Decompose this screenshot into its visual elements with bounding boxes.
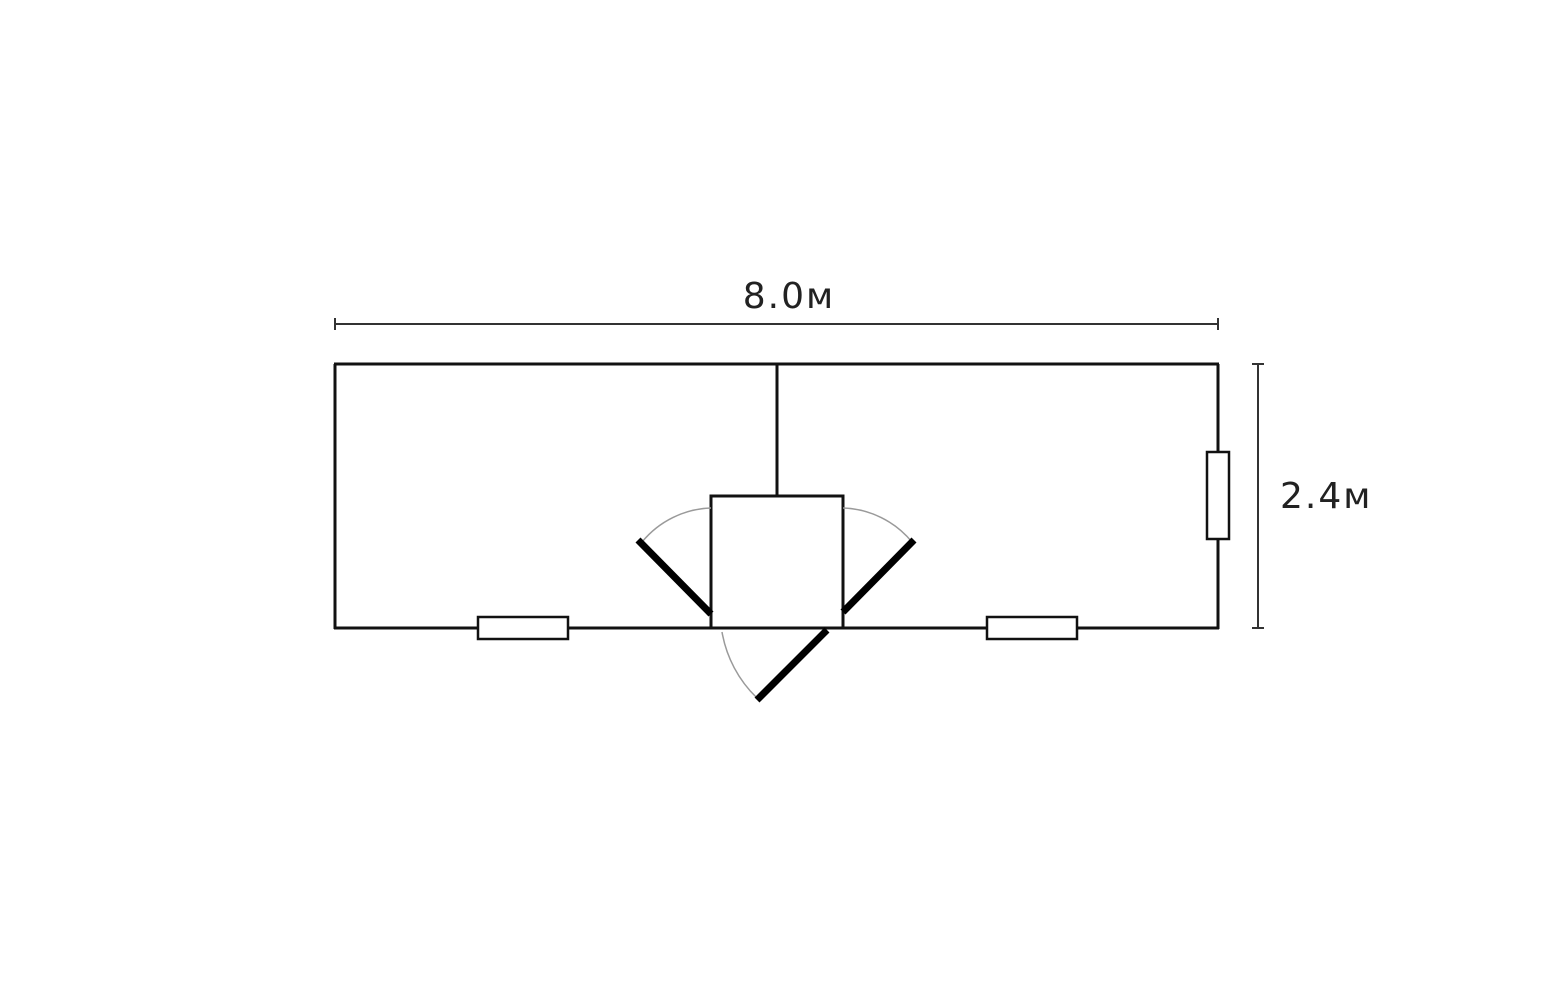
door-leaf-right-room: [840, 537, 917, 615]
width-label: 8.0м: [743, 276, 835, 317]
door-leaf-left-room: [635, 537, 714, 617]
door-leaves: [635, 537, 917, 703]
window-bottom-left: [476, 615, 570, 641]
window-bottom-right: [985, 615, 1079, 641]
door-arc-entrance: [721, 631, 758, 699]
height-label: 2.4м: [1280, 476, 1372, 517]
width-dimension: 8.0м: [334, 276, 1219, 330]
windows: [476, 450, 1231, 641]
height-dimension: 2.4м: [1252, 363, 1372, 629]
door-swing-arcs: [641, 507, 913, 699]
door-arc-left-room: [641, 507, 712, 543]
window-right: [1205, 450, 1231, 541]
door-arc-right-room: [842, 507, 913, 543]
door-leaf-entrance: [754, 627, 830, 703]
vestibule: [709, 494, 845, 630]
